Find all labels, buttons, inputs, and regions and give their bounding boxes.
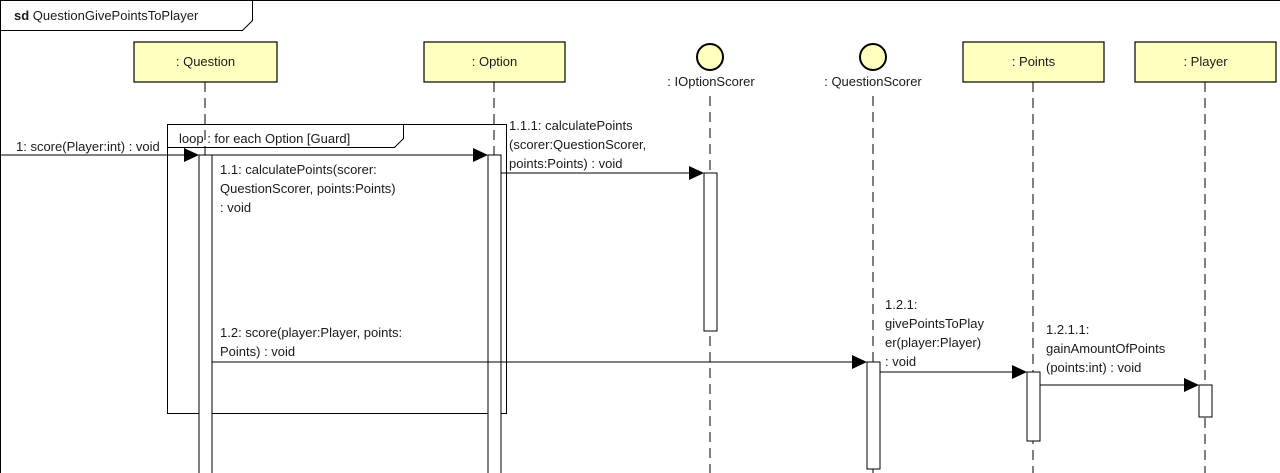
lifeline-ioptionscorer[interactable]: : IOptionScorer (667, 43, 755, 89)
message-1-2-1-1-label-line-3: (points:int) : void (1046, 360, 1141, 375)
message-1-2-label-line-1: 1.2: score(player:Player, points: (220, 325, 402, 340)
message-1-2[interactable]: 1.2: score(player:Player, points: Points… (212, 325, 867, 369)
activation-questionscorer (866, 361, 881, 470)
message-1-2-1-label-line-2: givePointsToPlay (885, 316, 984, 331)
message-1-2-1-1-label-line-1: 1.2.1.1: (1046, 322, 1089, 337)
activation-option (487, 154, 502, 473)
arrowhead-icon (852, 355, 867, 369)
frame-title: sd QuestionGivePointsToPlayer (14, 8, 199, 23)
loop-fragment: loop : for each Option [Guard] (167, 124, 507, 414)
lifeline-question-label: : Question (176, 54, 235, 69)
lifeline-option-label: : Option (472, 54, 518, 69)
lifeline-question[interactable]: : Question (133, 41, 278, 83)
message-1-1-1-label-line-1: 1.1.1: calculatePoints (509, 118, 633, 133)
message-1-1-label-line-2: QuestionScorer, points:Points) (220, 181, 396, 196)
lifeline-ioptionscorer-label: : IOptionScorer (667, 74, 755, 89)
lifeline-points-label: : Points (1012, 54, 1056, 69)
message-1[interactable]: 1: score(Player:int) : void (0, 139, 199, 162)
arrowhead-icon (473, 148, 488, 162)
interface-circle-icon (696, 43, 724, 71)
activation-player (1198, 384, 1213, 418)
lifeline-player-label: : Player (1183, 54, 1228, 69)
activation-ioptionscorer (703, 172, 718, 332)
message-1-2-1-1-label-line-2: gainAmountOfPoints (1046, 341, 1166, 356)
arrowhead-icon (184, 148, 199, 162)
interface-circle-icon (859, 43, 887, 71)
message-1-label: 1: score(Player:int) : void (16, 139, 160, 154)
lifeline-points[interactable]: : Points (962, 41, 1105, 83)
lifeline-questionscorer[interactable]: : QuestionScorer (824, 43, 922, 89)
lifeline-option[interactable]: : Option (423, 41, 566, 83)
message-1-1-1-label-line-2: (scorer:QuestionScorer, (509, 137, 646, 152)
message-1-2-1-label-line-3: er(player:Player) (885, 335, 981, 350)
message-1-2-1[interactable]: 1.2.1: givePointsToPlay er(player:Player… (880, 297, 1027, 379)
message-1-1-label-line-1: 1.1: calculatePoints(scorer: (220, 162, 377, 177)
lifeline-questionscorer-label: : QuestionScorer (824, 74, 922, 89)
message-1-2-label-line-2: Points) : void (220, 344, 295, 359)
message-1-1-1[interactable]: 1.1.1: calculatePoints (scorer:QuestionS… (501, 118, 704, 180)
message-1-1[interactable]: 1.1: calculatePoints(scorer: QuestionSco… (212, 148, 488, 215)
arrowhead-icon (1012, 365, 1027, 379)
activation-points (1026, 371, 1041, 442)
loop-label: loop : for each Option [Guard] (179, 131, 350, 146)
activation-question (198, 154, 213, 473)
lifeline-player[interactable]: : Player (1134, 41, 1277, 83)
message-1-2-1-1[interactable]: 1.2.1.1: gainAmountOfPoints (points:int)… (1040, 322, 1199, 392)
message-1-1-1-label-line-3: points:Points) : void (509, 156, 622, 171)
message-1-2-1-label-line-1: 1.2.1: (885, 297, 918, 312)
arrowhead-icon (1184, 378, 1199, 392)
message-1-2-1-label-line-4: : void (885, 354, 916, 369)
message-1-1-label-line-3: : void (220, 200, 251, 215)
arrowhead-icon (689, 166, 704, 180)
